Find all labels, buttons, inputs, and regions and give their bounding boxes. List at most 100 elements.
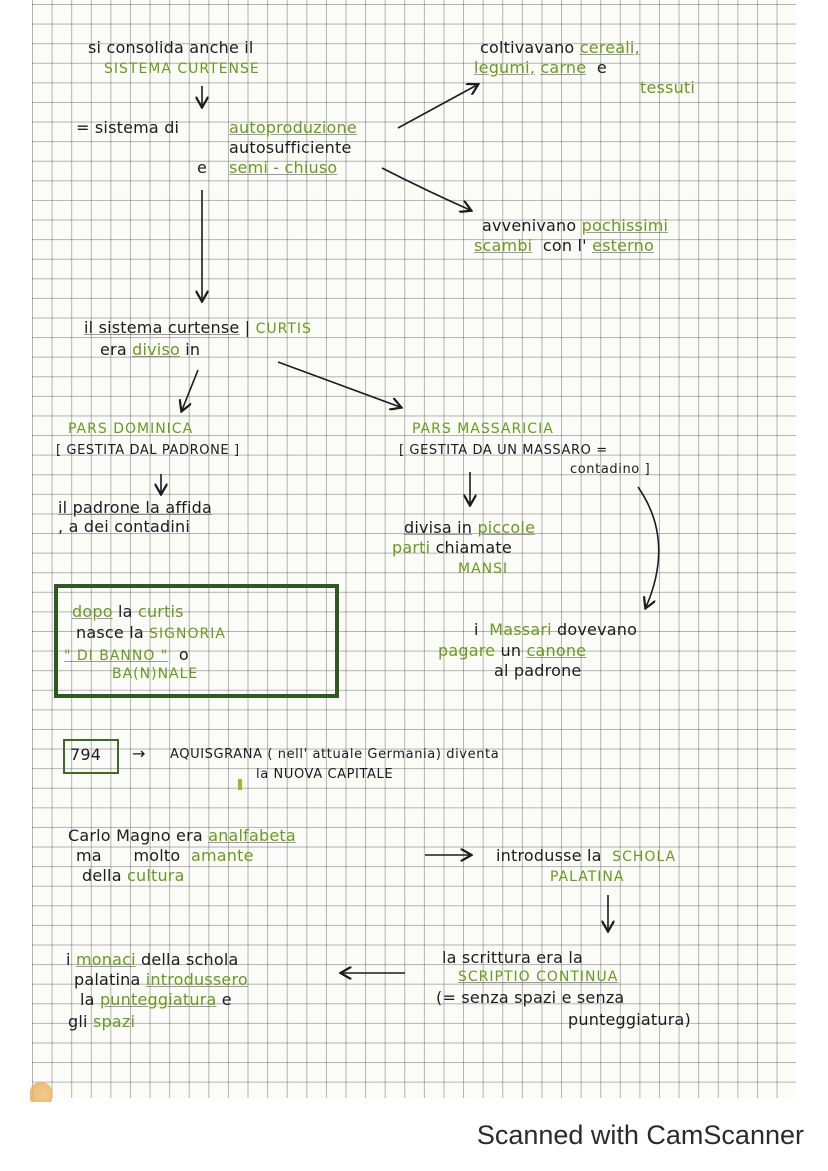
- text-green: monaci: [75, 950, 136, 969]
- text-green: dopo: [72, 602, 113, 621]
- item-legumi: legumi,: [474, 58, 536, 77]
- text: e: [221, 990, 232, 1009]
- text-green: analfabeta: [208, 826, 296, 845]
- pars-massaricia-subtitle-1: [ GESTITA DA UN MASSARO =: [399, 443, 608, 458]
- monaci-line1: i monaci della schola: [66, 950, 239, 969]
- signoria-line3: " DI BANNO " o: [64, 645, 189, 666]
- text: palatina: [74, 970, 141, 989]
- text-green: pochissimi: [581, 216, 669, 235]
- finger-smudge: [30, 1082, 52, 1102]
- text-green: parti: [392, 538, 431, 557]
- term-semi-chiuso: semi - chiuso: [229, 158, 338, 177]
- scrittura-line3: (= senza spazi e senza: [436, 988, 625, 1007]
- massaricia-detail-1: divisa in piccole: [404, 518, 535, 537]
- signoria-line4: BA(N)NALE: [112, 666, 199, 682]
- text: l': [577, 236, 587, 255]
- text: il sistema curtense: [84, 318, 240, 337]
- item-cereali: cereali,: [579, 38, 640, 57]
- coltivavano-line2: legumi, carne e: [474, 58, 607, 77]
- text: avvenivano: [482, 216, 577, 235]
- pars-dominica-detail-1: il padrone la affida: [58, 498, 212, 517]
- scriptio-continua: SCRIPTIO CONTINUA: [458, 969, 619, 985]
- text: della: [82, 866, 122, 885]
- item-carne: carne: [540, 58, 587, 77]
- conj-e: e: [596, 58, 607, 77]
- definition-conj: e: [197, 158, 208, 177]
- term-autosufficiente: autosufficiente: [229, 138, 352, 157]
- monaci-line2: palatina introdussero: [74, 970, 248, 989]
- text: chiamate: [435, 538, 512, 557]
- aquisgrana-line2: la NUOVA CAPITALE: [256, 767, 394, 782]
- pars-dominica-detail-2: , a dei contadini: [58, 517, 190, 536]
- text: un: [500, 641, 522, 660]
- text-green: cultura: [127, 866, 185, 885]
- camscanner-watermark: Scanned with CamScanner: [476, 1120, 804, 1150]
- text: o: [178, 645, 189, 664]
- text: divisa in: [404, 518, 473, 537]
- division-line2: era diviso in: [100, 340, 200, 359]
- text-green: piccole: [477, 518, 536, 537]
- sistema-curtense-title: SISTEMA CURTENSE: [104, 61, 260, 77]
- pars-dominica-title: PARS DOMINICA: [68, 421, 194, 437]
- mansi: MANSI: [458, 561, 509, 577]
- text-green: esterno: [592, 236, 655, 255]
- signoria-box: [54, 584, 339, 698]
- text: i: [66, 950, 71, 969]
- curtis-label: CURTIS: [255, 321, 312, 337]
- text: gli: [68, 1012, 88, 1031]
- monaci-line4: gli spazi: [68, 1012, 135, 1031]
- text-green: curtis: [137, 602, 184, 621]
- scambi-line2: scambi con l' esterno: [474, 236, 654, 255]
- massari-line3: al padrone: [494, 661, 582, 680]
- carlo-line2: ma molto amante: [76, 846, 254, 865]
- text-green: " DI BANNO ": [64, 648, 169, 664]
- verb: coltivavano: [480, 38, 575, 57]
- year-794: 794: [70, 745, 102, 764]
- aquisgrana-line1: AQUISGRANA ( nell' attuale Germania) div…: [170, 747, 500, 762]
- year-arrow: →: [132, 744, 146, 763]
- massari-line2: pagare un canone: [438, 641, 586, 660]
- text-green: SIGNORIA: [149, 626, 226, 642]
- scrittura-line4: punteggiatura): [568, 1010, 691, 1029]
- text-green: spazi: [92, 1012, 136, 1031]
- massari-line1: i Massari dovevano: [474, 620, 637, 639]
- text-green: introdussero: [145, 970, 248, 989]
- text: dovevano: [557, 620, 638, 639]
- text: Carlo Magno era: [68, 826, 203, 845]
- text-green: pagare: [438, 641, 496, 660]
- text: i: [474, 620, 479, 639]
- text: della schola: [141, 950, 239, 969]
- text-green: Massari: [489, 620, 552, 639]
- year-box: [63, 739, 119, 774]
- text: la: [80, 990, 95, 1009]
- text: con: [542, 236, 573, 255]
- text-green: scambi: [474, 236, 533, 255]
- term-autoproduzione: autoproduzione: [229, 118, 357, 137]
- massaricia-detail-2: parti chiamate: [392, 538, 512, 557]
- text: la: [118, 602, 133, 621]
- text: in: [185, 340, 201, 359]
- coltivavano: coltivavano cereali,: [480, 38, 640, 57]
- carlo-line1: Carlo Magno era analfabeta: [68, 826, 296, 845]
- text: ma molto: [76, 846, 181, 865]
- text: nasce la: [76, 623, 144, 642]
- pars-dominica-subtitle: [ GESTITA DAL PADRONE ]: [56, 443, 240, 458]
- scambi-line1: avvenivano pochissimi: [482, 216, 668, 235]
- text-green: diviso: [132, 340, 180, 359]
- text-green: amante: [190, 846, 254, 865]
- scrittura-line1: la scrittura era la: [442, 948, 584, 967]
- text-green: SCHOLA: [612, 849, 677, 865]
- text: introdusse la: [496, 846, 602, 865]
- carlo-line3: della cultura: [82, 866, 185, 885]
- signoria-line1: dopo la curtis: [72, 602, 184, 621]
- signoria-line2: nasce la SIGNORIA: [76, 623, 226, 644]
- pars-massaricia-title: PARS MASSARICIA: [412, 421, 554, 437]
- intro-text: si consolida anche il: [88, 38, 254, 57]
- item-tessuti: tessuti: [640, 78, 696, 97]
- text-green: punteggiatura: [99, 990, 217, 1009]
- monaci-line3: la punteggiatura e: [80, 990, 232, 1009]
- pars-massaricia-subtitle-2: contadino ]: [570, 462, 651, 477]
- text-green: canone: [526, 641, 587, 660]
- schola-line2: PALATINA: [550, 869, 625, 885]
- definition-prefix: = sistema di: [76, 118, 180, 137]
